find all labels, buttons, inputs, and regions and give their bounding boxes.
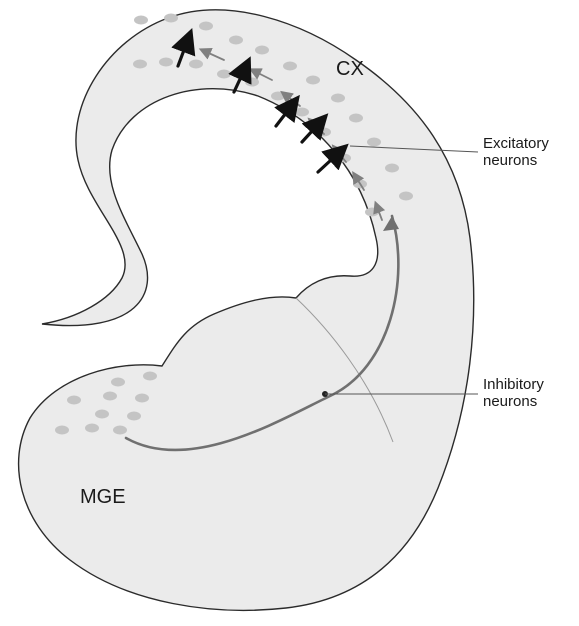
cell-dot <box>385 164 399 173</box>
cell-dot <box>283 62 297 71</box>
brain-tissue-outline <box>19 10 474 610</box>
cell-dot <box>95 410 109 419</box>
cell-dot <box>164 14 178 23</box>
cell-dot <box>255 46 269 55</box>
cell-dot <box>85 424 99 433</box>
cell-dot <box>55 426 69 435</box>
inhibitory-label-line-1: Inhibitory <box>483 376 544 393</box>
cell-dot <box>111 378 125 387</box>
cell-dot <box>134 16 148 25</box>
inhibitory-label-line-2: neurons <box>483 393 544 410</box>
cell-dot <box>245 78 259 87</box>
excitatory-neurons-label: Excitatory neurons <box>483 135 549 170</box>
excitatory-label-line-1: Excitatory <box>483 135 549 152</box>
cell-dot <box>306 76 320 85</box>
cell-dot <box>337 154 351 163</box>
cell-dot <box>133 60 147 69</box>
cell-dot <box>159 58 173 67</box>
cell-dot <box>127 412 141 421</box>
cell-dot <box>67 396 81 405</box>
excitatory-label-line-2: neurons <box>483 152 549 169</box>
cell-dot <box>103 392 117 401</box>
cortex-label: CX <box>336 58 364 81</box>
cell-dot <box>143 372 157 381</box>
cell-dot <box>199 22 213 31</box>
cell-dot <box>113 426 127 435</box>
cell-dot <box>367 138 381 147</box>
cell-dot <box>331 94 345 103</box>
cell-dot <box>295 108 309 117</box>
cell-dot <box>349 114 363 123</box>
cell-dot <box>135 394 149 403</box>
mge-label: MGE <box>80 486 126 509</box>
cell-dot <box>189 60 203 69</box>
cell-dot <box>399 192 413 201</box>
cell-dot <box>229 36 243 45</box>
inhibitory-neurons-label: Inhibitory neurons <box>483 376 544 411</box>
cell-dot <box>217 70 231 79</box>
